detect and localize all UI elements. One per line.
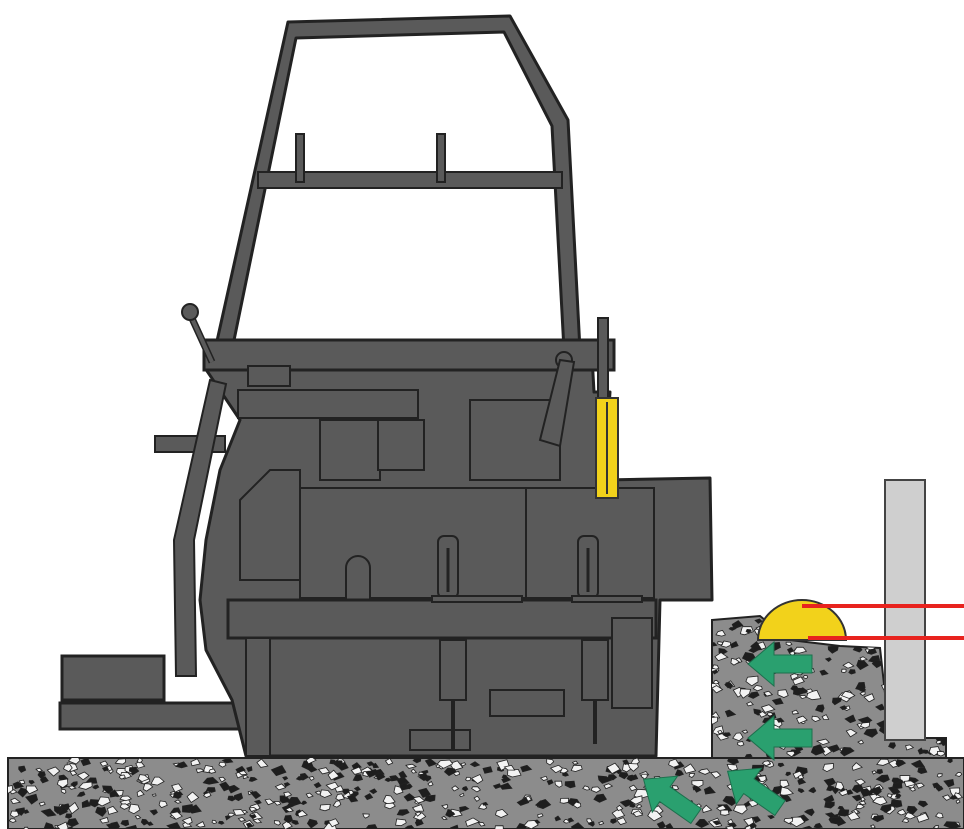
aggregate-chip — [855, 616, 866, 622]
aggregate-chip — [935, 621, 947, 629]
aggregate-chip — [948, 758, 953, 762]
aggregate-chip — [560, 798, 569, 803]
aggregate-chip — [937, 727, 943, 732]
aggregate-chip — [938, 705, 944, 708]
aggregate-chip — [838, 810, 849, 817]
rops-post-left — [296, 134, 304, 182]
aggregate-chip — [718, 642, 723, 645]
aggregate-chip — [929, 731, 935, 735]
aggregate-chip — [870, 628, 878, 634]
aggregate-chip — [630, 804, 635, 807]
aggregate-chip — [873, 621, 880, 627]
aggregate-chip — [212, 820, 217, 823]
aggregate-chip — [860, 722, 869, 728]
reference-stake — [885, 480, 925, 740]
aggregate-chip — [508, 769, 521, 777]
aggregate-chip — [152, 794, 156, 797]
aggregate-chip — [928, 708, 939, 715]
aggregate-chip — [877, 770, 883, 774]
aggregate-chip — [483, 767, 492, 774]
aggregate-chip — [209, 769, 216, 773]
aggregate-chip — [849, 670, 856, 675]
rops-post-right — [437, 134, 445, 182]
control-lever — [182, 304, 212, 362]
aggregate-chip — [926, 726, 937, 736]
aggregate-chip — [466, 777, 471, 781]
aggregate-chip — [923, 750, 929, 754]
side-lever — [598, 318, 608, 398]
aggregate-chip — [930, 709, 939, 718]
aggregate-chip — [721, 810, 729, 815]
aggregate-chip — [935, 715, 942, 721]
aggregate-chip — [738, 742, 744, 747]
aggregate-chip — [842, 669, 847, 673]
aggregate-chip — [66, 814, 72, 818]
aggregate-chip — [893, 783, 902, 789]
aggregate-chip — [767, 713, 773, 716]
aggregate-chip — [934, 716, 942, 722]
aggregate-chip — [930, 707, 941, 714]
aggregate-chip — [928, 642, 935, 648]
aggregate-chip — [831, 818, 841, 824]
